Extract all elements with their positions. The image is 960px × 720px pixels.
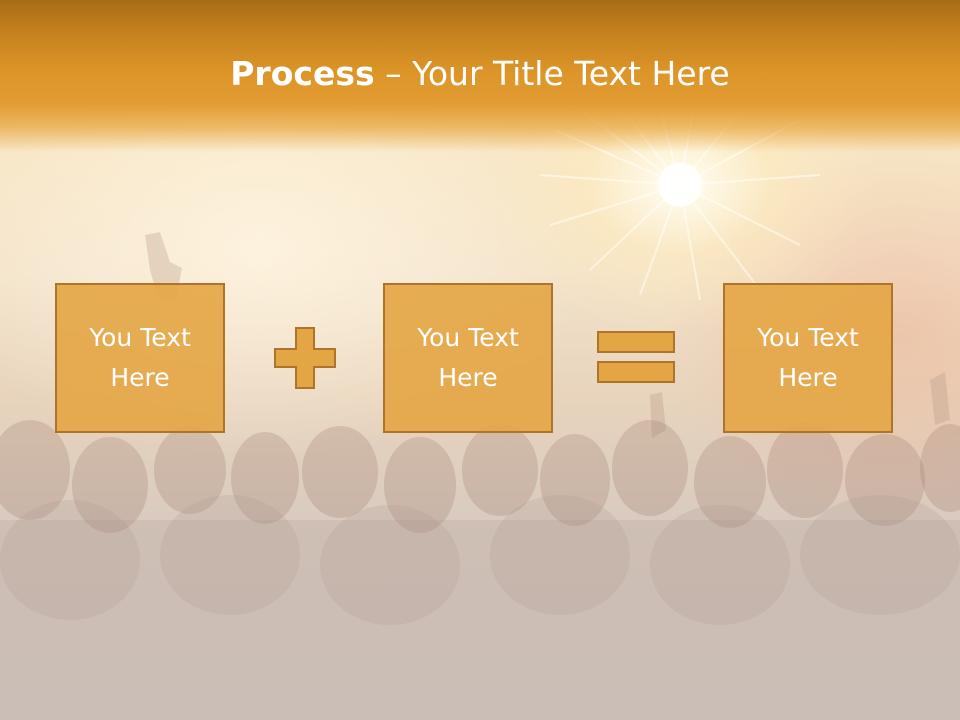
equals-icon xyxy=(597,331,675,383)
title-strong: Process xyxy=(230,54,375,93)
slide-title: Process – Your Title Text Here xyxy=(0,52,960,96)
title-band xyxy=(0,0,960,152)
title-rest: – Your Title Text Here xyxy=(374,54,730,93)
process-box-3: You Text Here xyxy=(723,283,893,433)
process-box-1: You Text Here xyxy=(55,283,225,433)
plus-icon xyxy=(274,327,336,389)
process-box-3-text: You Text Here xyxy=(757,323,859,392)
process-box-2: You Text Here xyxy=(383,283,553,433)
process-box-1-text: You Text Here xyxy=(89,323,191,392)
process-box-2-text: You Text Here xyxy=(417,323,519,392)
